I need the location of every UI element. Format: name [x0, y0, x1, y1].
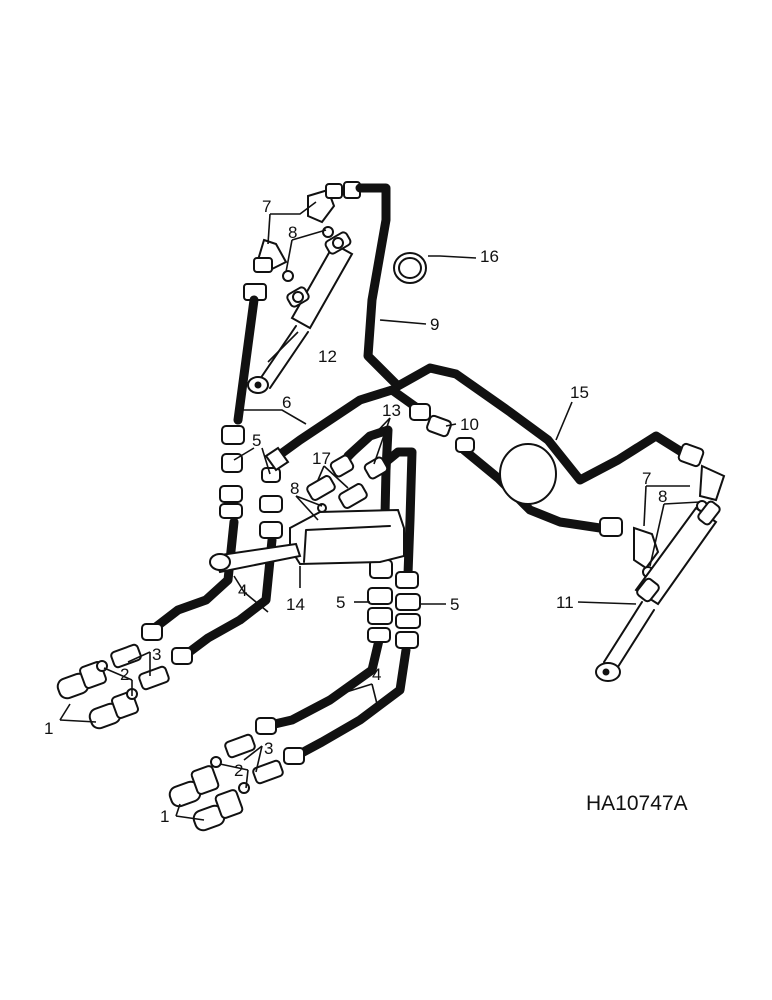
fittings-10 — [409, 403, 475, 453]
callout-14: 14 — [286, 595, 305, 614]
callout-17: 17 — [312, 449, 331, 468]
callout-15: 15 — [570, 383, 589, 402]
callout-1-lower: 1 — [160, 807, 169, 826]
snap-ring — [393, 252, 427, 284]
couplers-lower — [168, 717, 305, 832]
callout-8-upper: 8 — [288, 223, 297, 242]
callout-8-center: 8 — [290, 479, 299, 498]
callouts: 7 8 16 9 12 15 6 13 10 5 17 7 8 8 4 14 5… — [44, 197, 688, 826]
callout-8-right: 8 — [658, 487, 667, 506]
callout-1-left: 1 — [44, 719, 53, 738]
hose-clamp — [499, 443, 557, 505]
callout-4-lower: 4 — [372, 665, 381, 684]
callout-3-lower: 3 — [264, 739, 273, 758]
cylinder-right — [595, 442, 726, 682]
figure-code: HA10747A — [586, 792, 688, 815]
cylinder-upper — [247, 231, 354, 394]
leader-lines — [59, 201, 701, 821]
callout-7-upper: 7 — [262, 197, 271, 216]
callout-5-center: 5 — [336, 593, 345, 612]
fittings-center — [367, 559, 421, 649]
callout-16: 16 — [480, 247, 499, 266]
callout-13: 13 — [382, 401, 401, 420]
callout-5-right: 5 — [450, 595, 459, 614]
fittings-left — [219, 425, 283, 539]
callout-2-lower: 2 — [234, 761, 243, 780]
callout-6: 6 — [282, 393, 291, 412]
callout-5-left: 5 — [252, 431, 261, 450]
callout-2-left: 2 — [120, 665, 129, 684]
callout-3-left: 3 — [152, 645, 161, 664]
callout-11: 11 — [556, 593, 574, 612]
callout-10: 10 — [460, 415, 479, 434]
callout-12: 12 — [318, 347, 337, 366]
valve-bracket — [209, 508, 405, 574]
callout-9: 9 — [430, 315, 439, 334]
callout-7-right: 7 — [642, 469, 651, 488]
callout-4-left: 4 — [238, 581, 247, 600]
